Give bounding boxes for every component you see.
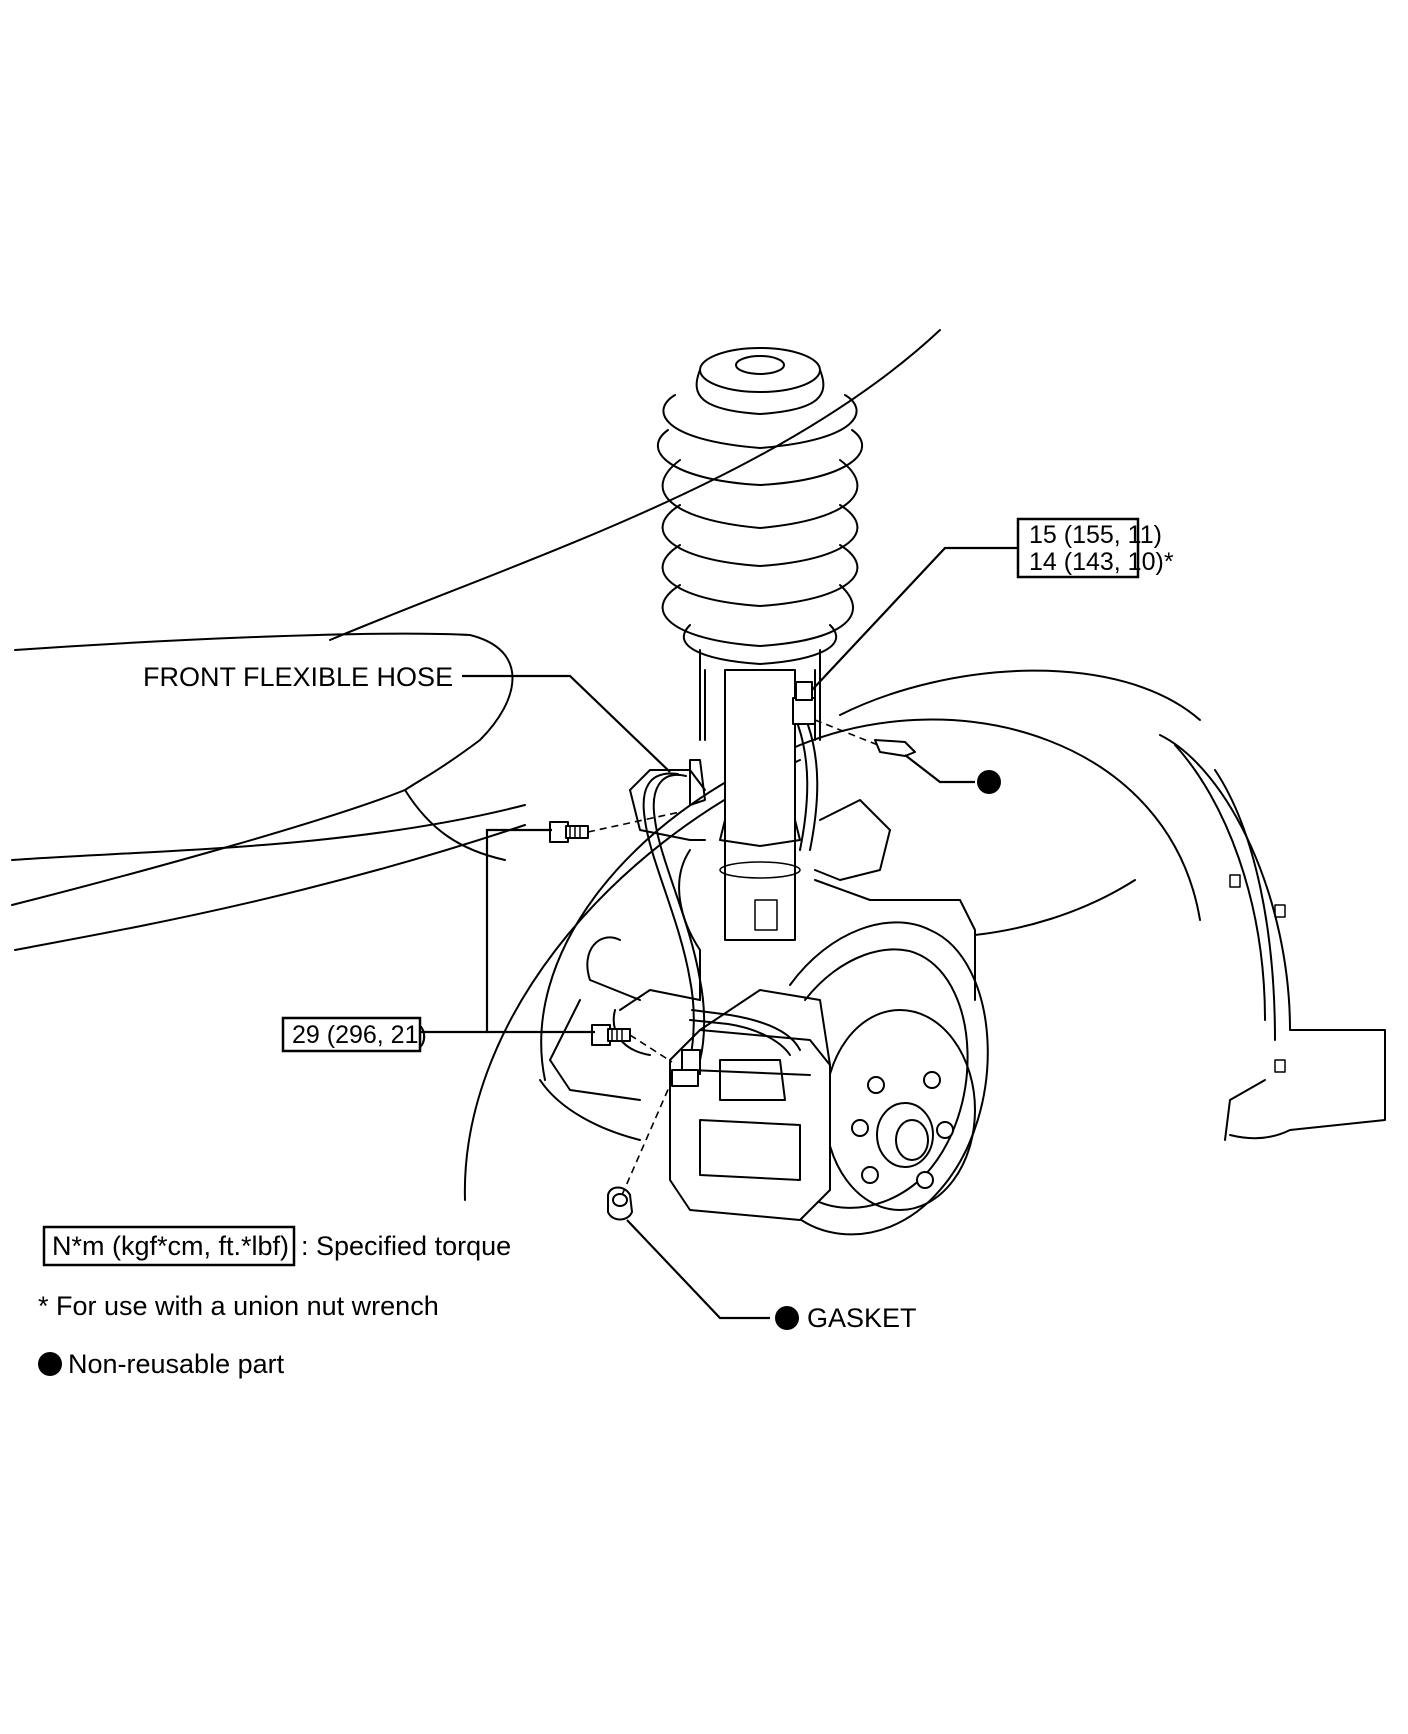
union-bolt-upper [549, 821, 589, 843]
gasket-label: GASKET [807, 1303, 917, 1333]
torque-callout-top: 15 (155, 11) 14 (143, 10)* [1016, 517, 1174, 579]
gasket-part [607, 1186, 633, 1221]
clip [874, 739, 916, 757]
torque-top-line2: 14 (143, 10)* [1029, 548, 1174, 576]
nonreusable-marker-gasket [775, 1306, 799, 1330]
body-outline [11, 329, 1201, 1201]
flexible-hose [642, 681, 819, 1087]
nonreusable-marker-clip [977, 770, 1001, 794]
strut-assembly [656, 347, 864, 941]
legend-torque-desc: : Specified torque [301, 1231, 511, 1261]
hose-label: FRONT FLEXIBLE HOSE [143, 662, 453, 692]
torque-top-line1: 15 (155, 11) [1029, 521, 1162, 549]
brake-disc [769, 921, 989, 1236]
legend: N*m (kgf*cm, ft.*lbf) : Specified torque… [38, 1225, 511, 1379]
legend-nonreusable-marker [38, 1352, 62, 1376]
assembly-lines [587, 719, 879, 1196]
legend-union-note: * For use with a union nut wrench [38, 1291, 439, 1321]
legend-torque-unit: N*m (kgf*cm, ft.*lbf) [52, 1231, 289, 1261]
torque-mid-value: 29 (296, 21) [292, 1021, 427, 1049]
brake-caliper [612, 989, 831, 1221]
leader-lines [420, 546, 1018, 1320]
fender-liner [1159, 734, 1386, 1141]
union-bolt-lower [591, 1024, 631, 1046]
legend-nonreusable-text: Non-reusable part [68, 1349, 285, 1379]
torque-callout-mid: 29 (296, 21) [281, 1016, 427, 1053]
